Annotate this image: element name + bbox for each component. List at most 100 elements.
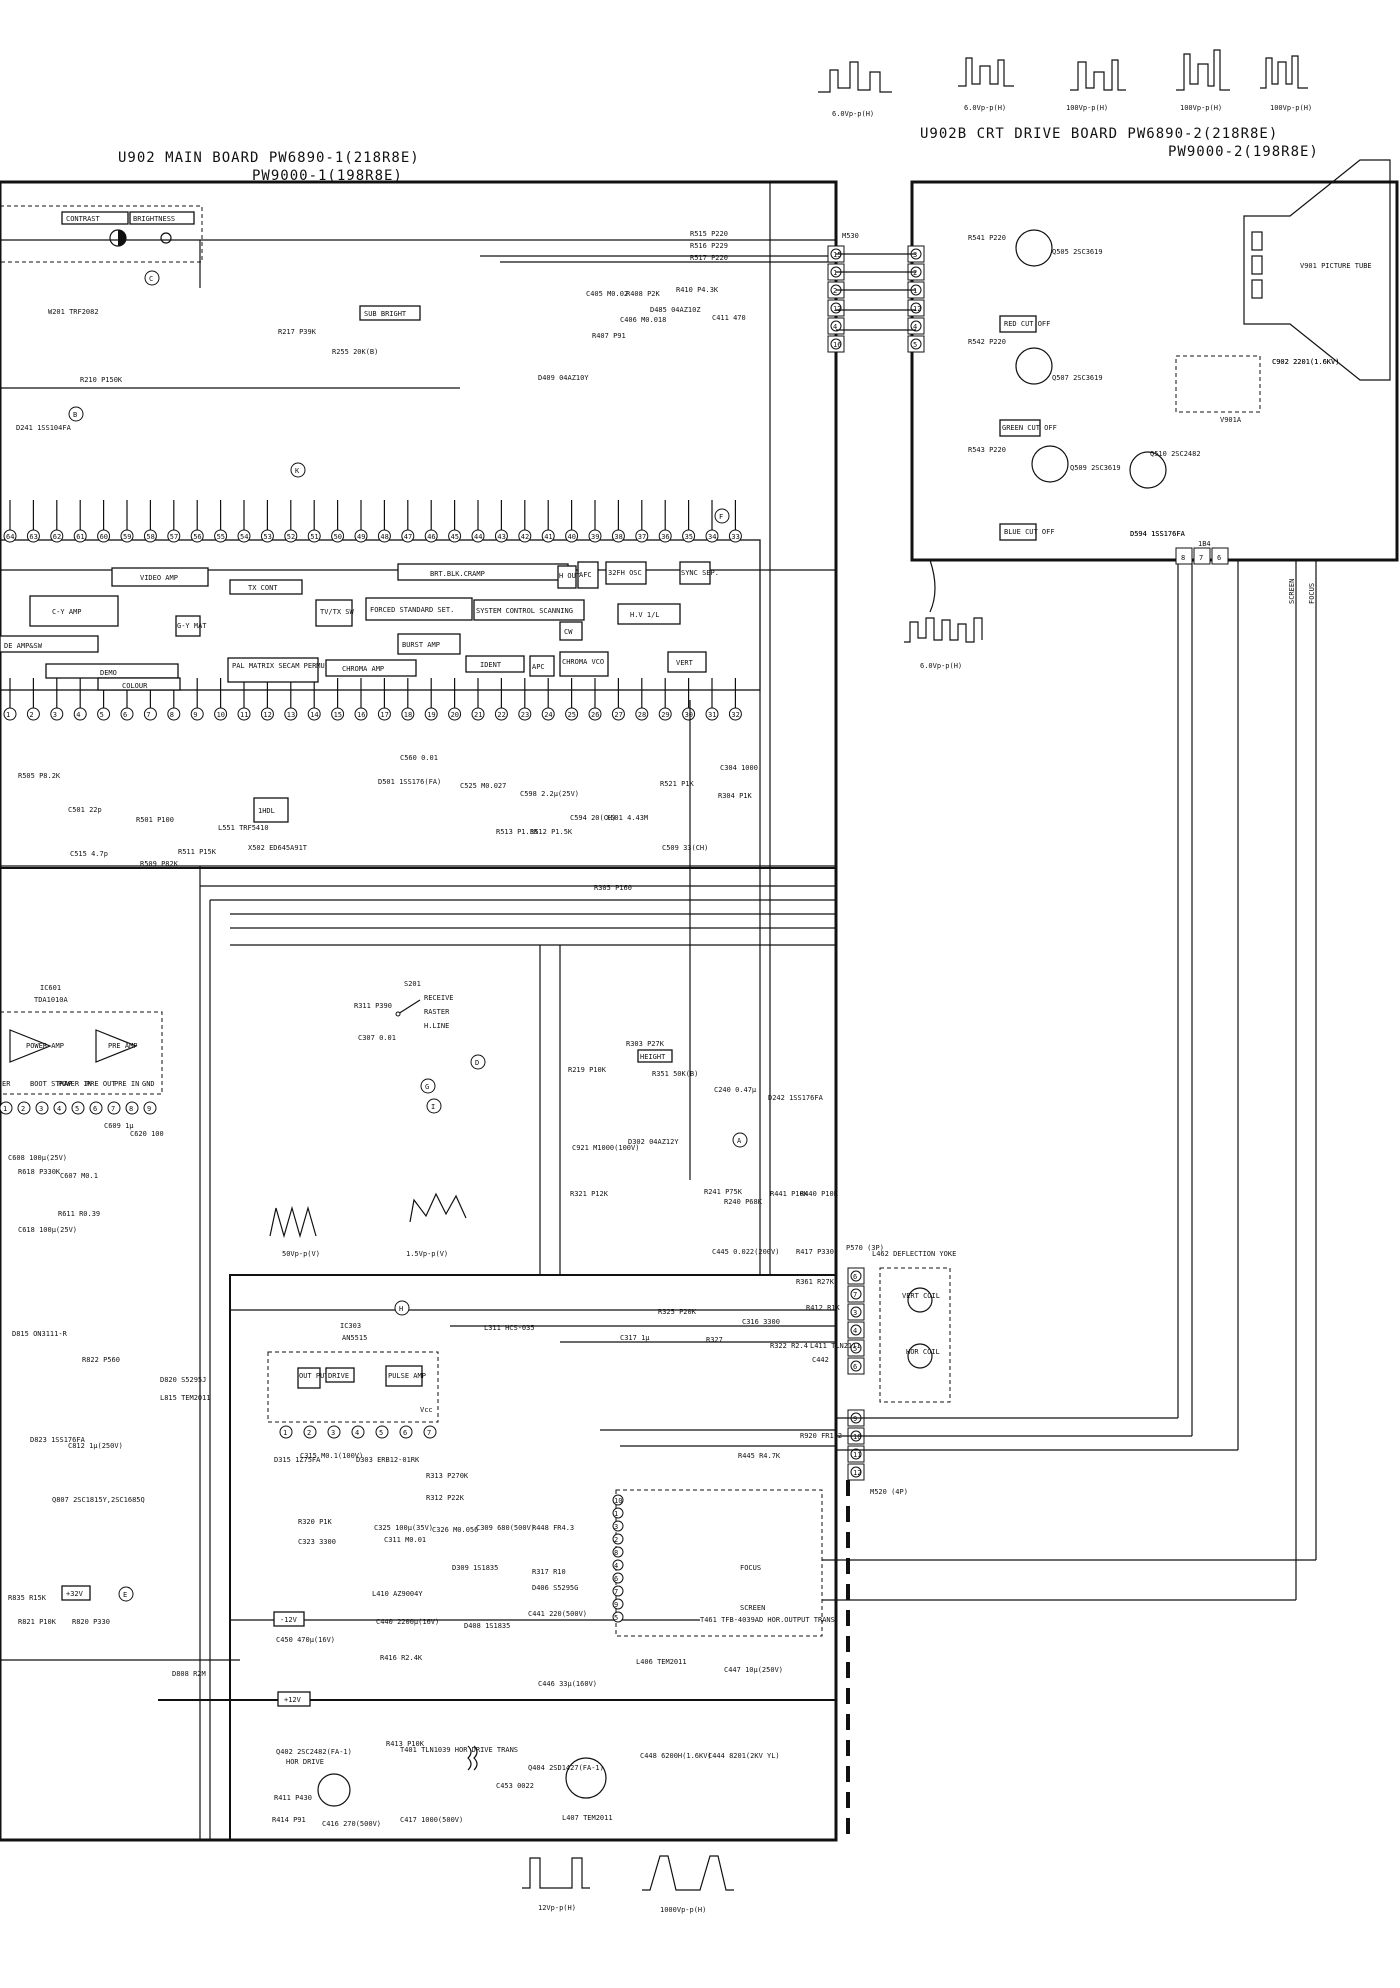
pin <box>423 1425 437 1439</box>
pin-number: 36 <box>661 533 669 541</box>
pin-number: 21 <box>474 711 482 719</box>
block-forced-std-label: FORCED STANDARD SET. <box>370 606 454 614</box>
ic601-pre-amp <box>95 1029 138 1063</box>
pin-number: 56 <box>193 533 201 541</box>
component-label: R440 P10K <box>800 1190 839 1198</box>
pin-number: 40 <box>568 533 576 541</box>
block-gy-mat-label: G-Y MAT <box>177 622 207 630</box>
screen-wire-label: SCREEN <box>1288 579 1296 604</box>
crt-board-title-2: PW9000-2(198R8E) <box>1168 144 1319 160</box>
pin-number: 19 <box>427 711 435 719</box>
connector-pin-number: 5 <box>913 341 917 349</box>
component-label: C812 1µ(250V) <box>68 1442 123 1450</box>
component-label: R361 R27K <box>796 1278 835 1286</box>
block-ident-label: IDENT <box>480 661 502 669</box>
rail-minus12: -12V <box>280 1616 298 1624</box>
hor-drive-trans-label: T401 TLN1039 HOR DRIVE TRANS <box>400 1746 518 1754</box>
block-ident <box>465 655 525 673</box>
component-label: C416 270(500V) <box>322 1820 381 1828</box>
component-label: C304 1000 <box>720 764 758 772</box>
waveform-vert-left-label: 50Vp-p(V) <box>282 1250 320 1258</box>
pin-number: 61 <box>76 533 84 541</box>
component-label: C307 0.01 <box>358 1034 396 1042</box>
pin-number: 42 <box>521 533 529 541</box>
pin-number: 5 <box>75 1105 79 1113</box>
block-h-out <box>557 565 577 589</box>
pin-number: 32 <box>731 711 739 719</box>
component-label: C405 M0.02 <box>586 290 628 298</box>
ic601-body <box>0 1011 163 1095</box>
ref-circle <box>470 1054 486 1070</box>
s201-raster: RASTER <box>424 1008 450 1016</box>
pin-number: 25 <box>568 711 576 719</box>
block-apc <box>529 655 555 677</box>
pin-number: 29 <box>661 711 669 719</box>
waveform-vert-left <box>269 1205 317 1239</box>
component-label: C311 M0.01 <box>384 1536 426 1544</box>
component-label: C501 22p <box>68 806 102 814</box>
vert-coil-symbol <box>907 1287 933 1313</box>
waveform-5-label: 100Vp-p(H) <box>1270 104 1312 112</box>
pin-number: 31 <box>708 711 716 719</box>
pin-number: 58 <box>146 533 154 541</box>
blue-cutoff-box <box>999 523 1037 541</box>
q404-label: Q404 2SD1427(FA-1) <box>528 1764 604 1772</box>
pin-number: 5 <box>614 1614 618 1622</box>
waveform-crt-mid <box>904 617 983 643</box>
ic601-pin-label: GND <box>142 1080 155 1088</box>
component-label: C325 100µ(35V) <box>374 1524 433 1532</box>
d594-label: D594 1SS176FA <box>1130 530 1186 538</box>
component-label: R822 P560 <box>82 1356 120 1364</box>
contrast-label-box <box>61 211 129 225</box>
pin-number: 49 <box>357 533 365 541</box>
ic601-pre-amp-label: PRE AMP <box>108 1042 138 1050</box>
ic601-pin-label: BOOT STRAP <box>30 1080 72 1088</box>
ref-circle <box>420 1078 436 1094</box>
block-tv-tx-label: TV/TX SW <box>320 608 355 616</box>
connector-pin-number: 1 <box>833 269 837 277</box>
component-label: C326 M0.056 <box>432 1526 478 1534</box>
brightness-label: BRIGHTNESS <box>133 215 175 223</box>
ref-circle <box>732 1132 748 1148</box>
s201-receive: RECEIVE <box>424 994 454 1002</box>
pin-number: 11 <box>240 711 248 719</box>
block-afc-label: AFC <box>579 571 592 579</box>
pin-number: 9 <box>193 711 197 719</box>
component-label: R351 50K(B) <box>652 1070 698 1078</box>
ic601-name: IC601 <box>40 984 61 992</box>
pin-number: 23 <box>521 711 529 719</box>
component-label: D303 ERB12-01RK <box>356 1456 420 1464</box>
block-tx-cont <box>229 579 303 595</box>
pin <box>399 1425 413 1439</box>
component-label: C446 33µ(160V) <box>538 1680 597 1688</box>
component-label: D594 1SS176FA <box>1130 530 1186 538</box>
component-label: C902 2201(1.6KV) <box>1272 358 1339 366</box>
component-label: C594 20(CH) <box>570 814 616 822</box>
connector-pin-number: 8 <box>1181 554 1185 562</box>
sub-bright-label-box <box>359 305 421 321</box>
block-afc <box>577 561 599 589</box>
block-burst-amp <box>397 633 461 655</box>
rail-minus12-box <box>273 1611 305 1627</box>
ref-circle-letter: E <box>123 1591 127 1599</box>
component-label: R505 P8.2K <box>18 772 61 780</box>
ic303-drive-block <box>325 1367 355 1383</box>
pin-number: 10 <box>217 711 225 719</box>
vert-coil-label: VERT COIL <box>902 1292 940 1300</box>
brightness-label-box <box>129 211 195 225</box>
block-sys-ctrl-label: SYSTEM CONTROL SCANNING <box>476 607 573 615</box>
ref-circle <box>426 1098 442 1114</box>
blue-cutoff-label: BLUE CUT OFF <box>1004 528 1055 536</box>
connector-pin <box>1211 547 1229 565</box>
block-chroma-vco <box>559 651 609 677</box>
q507-label: Q507 2SC3619 <box>1052 374 1103 382</box>
pin-number: 24 <box>544 711 552 719</box>
component-label: C441 220(500V) <box>528 1610 587 1618</box>
waveform-3-label: 100Vp-p(H) <box>1066 104 1108 112</box>
block-burst-amp-label: BURST AMP <box>402 641 440 649</box>
switch-s201: S201 RECEIVE RASTER H.LINE <box>395 980 454 1030</box>
pin <box>71 1101 85 1115</box>
ref-circle <box>394 1300 410 1316</box>
component-label: L410 AZ9004Y <box>372 1590 423 1598</box>
